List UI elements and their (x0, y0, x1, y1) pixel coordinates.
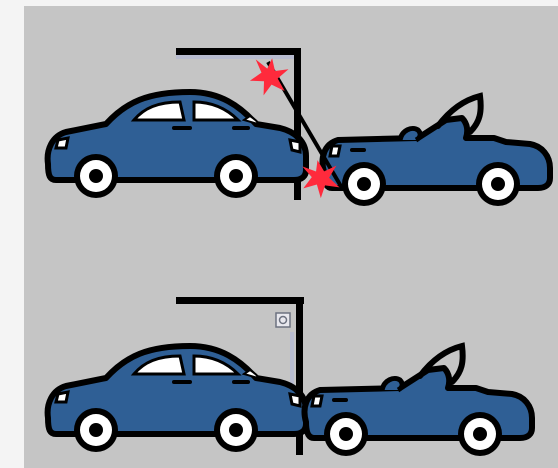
sedan-icon (48, 92, 306, 198)
convertible-icon (323, 96, 550, 206)
top-scene (48, 48, 550, 206)
convertible-icon (305, 346, 532, 456)
resize-handle-icon[interactable] (276, 313, 290, 327)
bottom-scene (48, 297, 532, 456)
sedan-icon (48, 346, 306, 452)
